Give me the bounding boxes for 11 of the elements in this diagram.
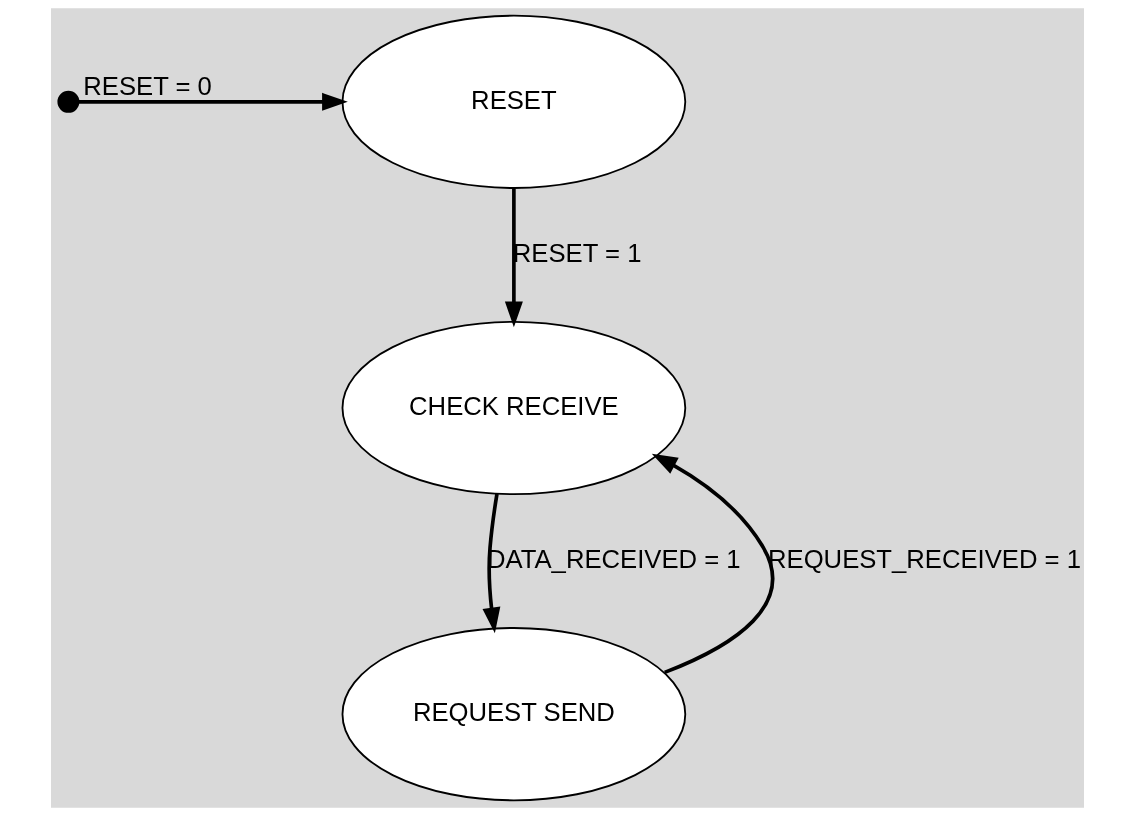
edge-label: REQUEST_RECEIVED = 1 [767, 544, 1081, 573]
edge-label: DATA_RECEIVED = 1 [486, 544, 741, 573]
node-circle [56, 90, 79, 113]
arrow [651, 453, 774, 675]
node-ellipse: CHECK RECEIVE [341, 320, 686, 496]
arrow [78, 92, 348, 111]
edge-label: RESET = 0 [82, 71, 212, 100]
arrow [482, 493, 500, 634]
node-ellipse: RESET [341, 14, 686, 189]
arrow [504, 188, 523, 328]
node-ellipse: REQUEST SEND [341, 627, 686, 802]
